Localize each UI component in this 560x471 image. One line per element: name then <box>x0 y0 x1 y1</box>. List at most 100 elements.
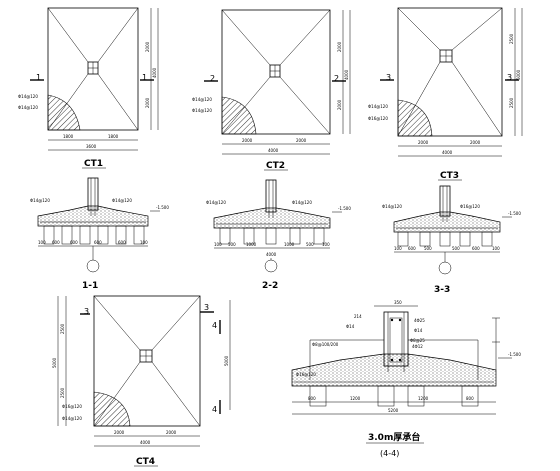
svg-text:214: 214 <box>354 314 362 319</box>
section-mark: 4 <box>212 321 217 330</box>
svg-text:2000: 2000 <box>296 138 307 143</box>
svg-text:4000: 4000 <box>152 67 157 78</box>
svg-text:600: 600 <box>70 240 78 245</box>
svg-text:500: 500 <box>452 246 460 251</box>
svg-text:4000: 4000 <box>266 252 277 257</box>
svg-text:4Φ25: 4Φ25 <box>414 318 425 323</box>
svg-text:4000: 4000 <box>140 440 151 445</box>
plan-ct4: 3 3 4 4 Φ16@120 Φ14@120 2500 2500 5000 5… <box>52 295 231 467</box>
svg-text:2000: 2000 <box>337 99 342 110</box>
plan-ct2: 2 2 Φ14@120 Φ14@120 2000 2000 4000 2000 … <box>192 9 351 171</box>
section-caption: 3-3 <box>434 285 450 295</box>
svg-text:100: 100 <box>214 242 222 247</box>
svg-text:2000: 2000 <box>166 430 177 435</box>
svg-text:5200: 5200 <box>388 408 399 413</box>
svg-text:Φ8@100/200: Φ8@100/200 <box>312 342 339 347</box>
svg-text:Φ14@120: Φ14@120 <box>382 204 402 209</box>
svg-text:500: 500 <box>424 246 432 251</box>
section-mark: 3 <box>507 73 512 82</box>
svg-text:Φ14@120: Φ14@120 <box>112 198 132 203</box>
svg-text:1800: 1800 <box>108 134 119 139</box>
plan-caption: CT3 <box>440 171 459 181</box>
svg-text:Φ14@120: Φ14@120 <box>18 105 38 110</box>
detail-caption: 3.0m厚承台 <box>368 431 420 443</box>
svg-text:4000: 4000 <box>344 69 349 80</box>
plan-caption: CT2 <box>266 161 285 171</box>
svg-text:3600: 3600 <box>86 144 97 149</box>
svg-text:Φ16@120: Φ16@120 <box>62 404 82 409</box>
svg-text:600: 600 <box>94 240 102 245</box>
svg-text:4Φ12: 4Φ12 <box>412 344 423 349</box>
svg-text:Φ14@120: Φ14@120 <box>192 108 212 113</box>
svg-text:500: 500 <box>228 242 236 247</box>
svg-text:100: 100 <box>140 240 148 245</box>
svg-text:2000: 2000 <box>470 140 481 145</box>
svg-text:2500: 2500 <box>60 323 65 334</box>
svg-text:2000: 2000 <box>418 140 429 145</box>
svg-text:2000: 2000 <box>242 138 253 143</box>
svg-text:Φ16@120: Φ16@120 <box>296 372 316 377</box>
rebar-hatch <box>47 94 81 131</box>
svg-text:1200: 1200 <box>350 396 361 401</box>
svg-text:600: 600 <box>472 246 480 251</box>
svg-text:600: 600 <box>408 246 416 251</box>
svg-text:100: 100 <box>394 246 402 251</box>
plan-caption: CT1 <box>84 159 103 169</box>
svg-text:4000: 4000 <box>268 148 279 153</box>
svg-text:Φ14@120: Φ14@120 <box>192 97 212 102</box>
section-mark: 3 <box>204 303 209 312</box>
svg-text:Φ14@120: Φ14@120 <box>206 200 226 205</box>
svg-text:1000: 1000 <box>284 242 295 247</box>
svg-text:600: 600 <box>118 240 126 245</box>
rebar-hatch <box>221 96 257 135</box>
svg-text:Φ16@120: Φ16@120 <box>368 116 388 121</box>
svg-text:Φ14@120: Φ14@120 <box>292 200 312 205</box>
svg-text:5000: 5000 <box>52 357 57 368</box>
section-mark: 3 <box>386 73 391 82</box>
section-4-4-detail: 350 214 Φ14 4Φ25 Φ14 Φ8@100/200 4Φ12 Φ8@… <box>291 300 521 458</box>
svg-text:2500: 2500 <box>509 97 514 108</box>
svg-text:-1.500: -1.500 <box>508 211 521 216</box>
section-mark: 2 <box>334 74 339 83</box>
section-mark: 3 <box>84 307 89 316</box>
detail-subcaption: (4-4) <box>380 449 399 458</box>
svg-text:2000: 2000 <box>337 41 342 52</box>
svg-text:5000: 5000 <box>516 69 521 80</box>
svg-text:100: 100 <box>492 246 500 251</box>
svg-text:Φ14@120: Φ14@120 <box>30 198 50 203</box>
rebar-hatch <box>93 391 131 427</box>
svg-text:Φ16@120: Φ16@120 <box>460 204 480 209</box>
section-mark: 4 <box>212 405 217 414</box>
section-1-1: Φ14@120 Φ14@120 -1.500 100 600 600 600 6… <box>30 177 169 291</box>
section-mark: 2 <box>210 74 215 83</box>
svg-text:Φ14: Φ14 <box>346 324 355 329</box>
svg-text:-1.500: -1.500 <box>156 205 169 210</box>
svg-text:500: 500 <box>306 242 314 247</box>
svg-text:800: 800 <box>308 396 316 401</box>
section-2-2: Φ14@120 Φ14@120 -1.500 100 500 1000 1000… <box>206 179 351 291</box>
section-3-3: Φ14@120 Φ16@120 -1.500 100 600 500 500 6… <box>382 185 521 295</box>
svg-text:2000: 2000 <box>145 97 150 108</box>
svg-text:1800: 1800 <box>63 134 74 139</box>
svg-text:600: 600 <box>52 240 60 245</box>
svg-text:2500: 2500 <box>60 387 65 398</box>
svg-text:2500: 2500 <box>509 33 514 44</box>
svg-text:-1.500: -1.500 <box>508 352 521 357</box>
svg-text:100: 100 <box>38 240 46 245</box>
section-caption: 2-2 <box>262 281 278 291</box>
plan-caption: CT4 <box>136 457 155 467</box>
svg-text:1200: 1200 <box>418 396 429 401</box>
svg-text:1000: 1000 <box>246 242 257 247</box>
svg-text:800: 800 <box>466 396 474 401</box>
section-caption: 1-1 <box>82 281 98 291</box>
svg-text:350: 350 <box>394 300 402 305</box>
section-mark: 1 <box>142 73 147 82</box>
svg-text:Φ8@25: Φ8@25 <box>410 338 425 343</box>
section-mark: 1 <box>36 73 41 82</box>
svg-text:2000: 2000 <box>145 41 150 52</box>
plan-ct1: 1 1 Φ14@120 Φ14@120 2000 2000 4000 1800 … <box>18 7 159 169</box>
svg-text:5000: 5000 <box>224 355 229 366</box>
svg-text:Φ14@120: Φ14@120 <box>18 94 38 99</box>
rebar-hatch <box>397 99 433 137</box>
